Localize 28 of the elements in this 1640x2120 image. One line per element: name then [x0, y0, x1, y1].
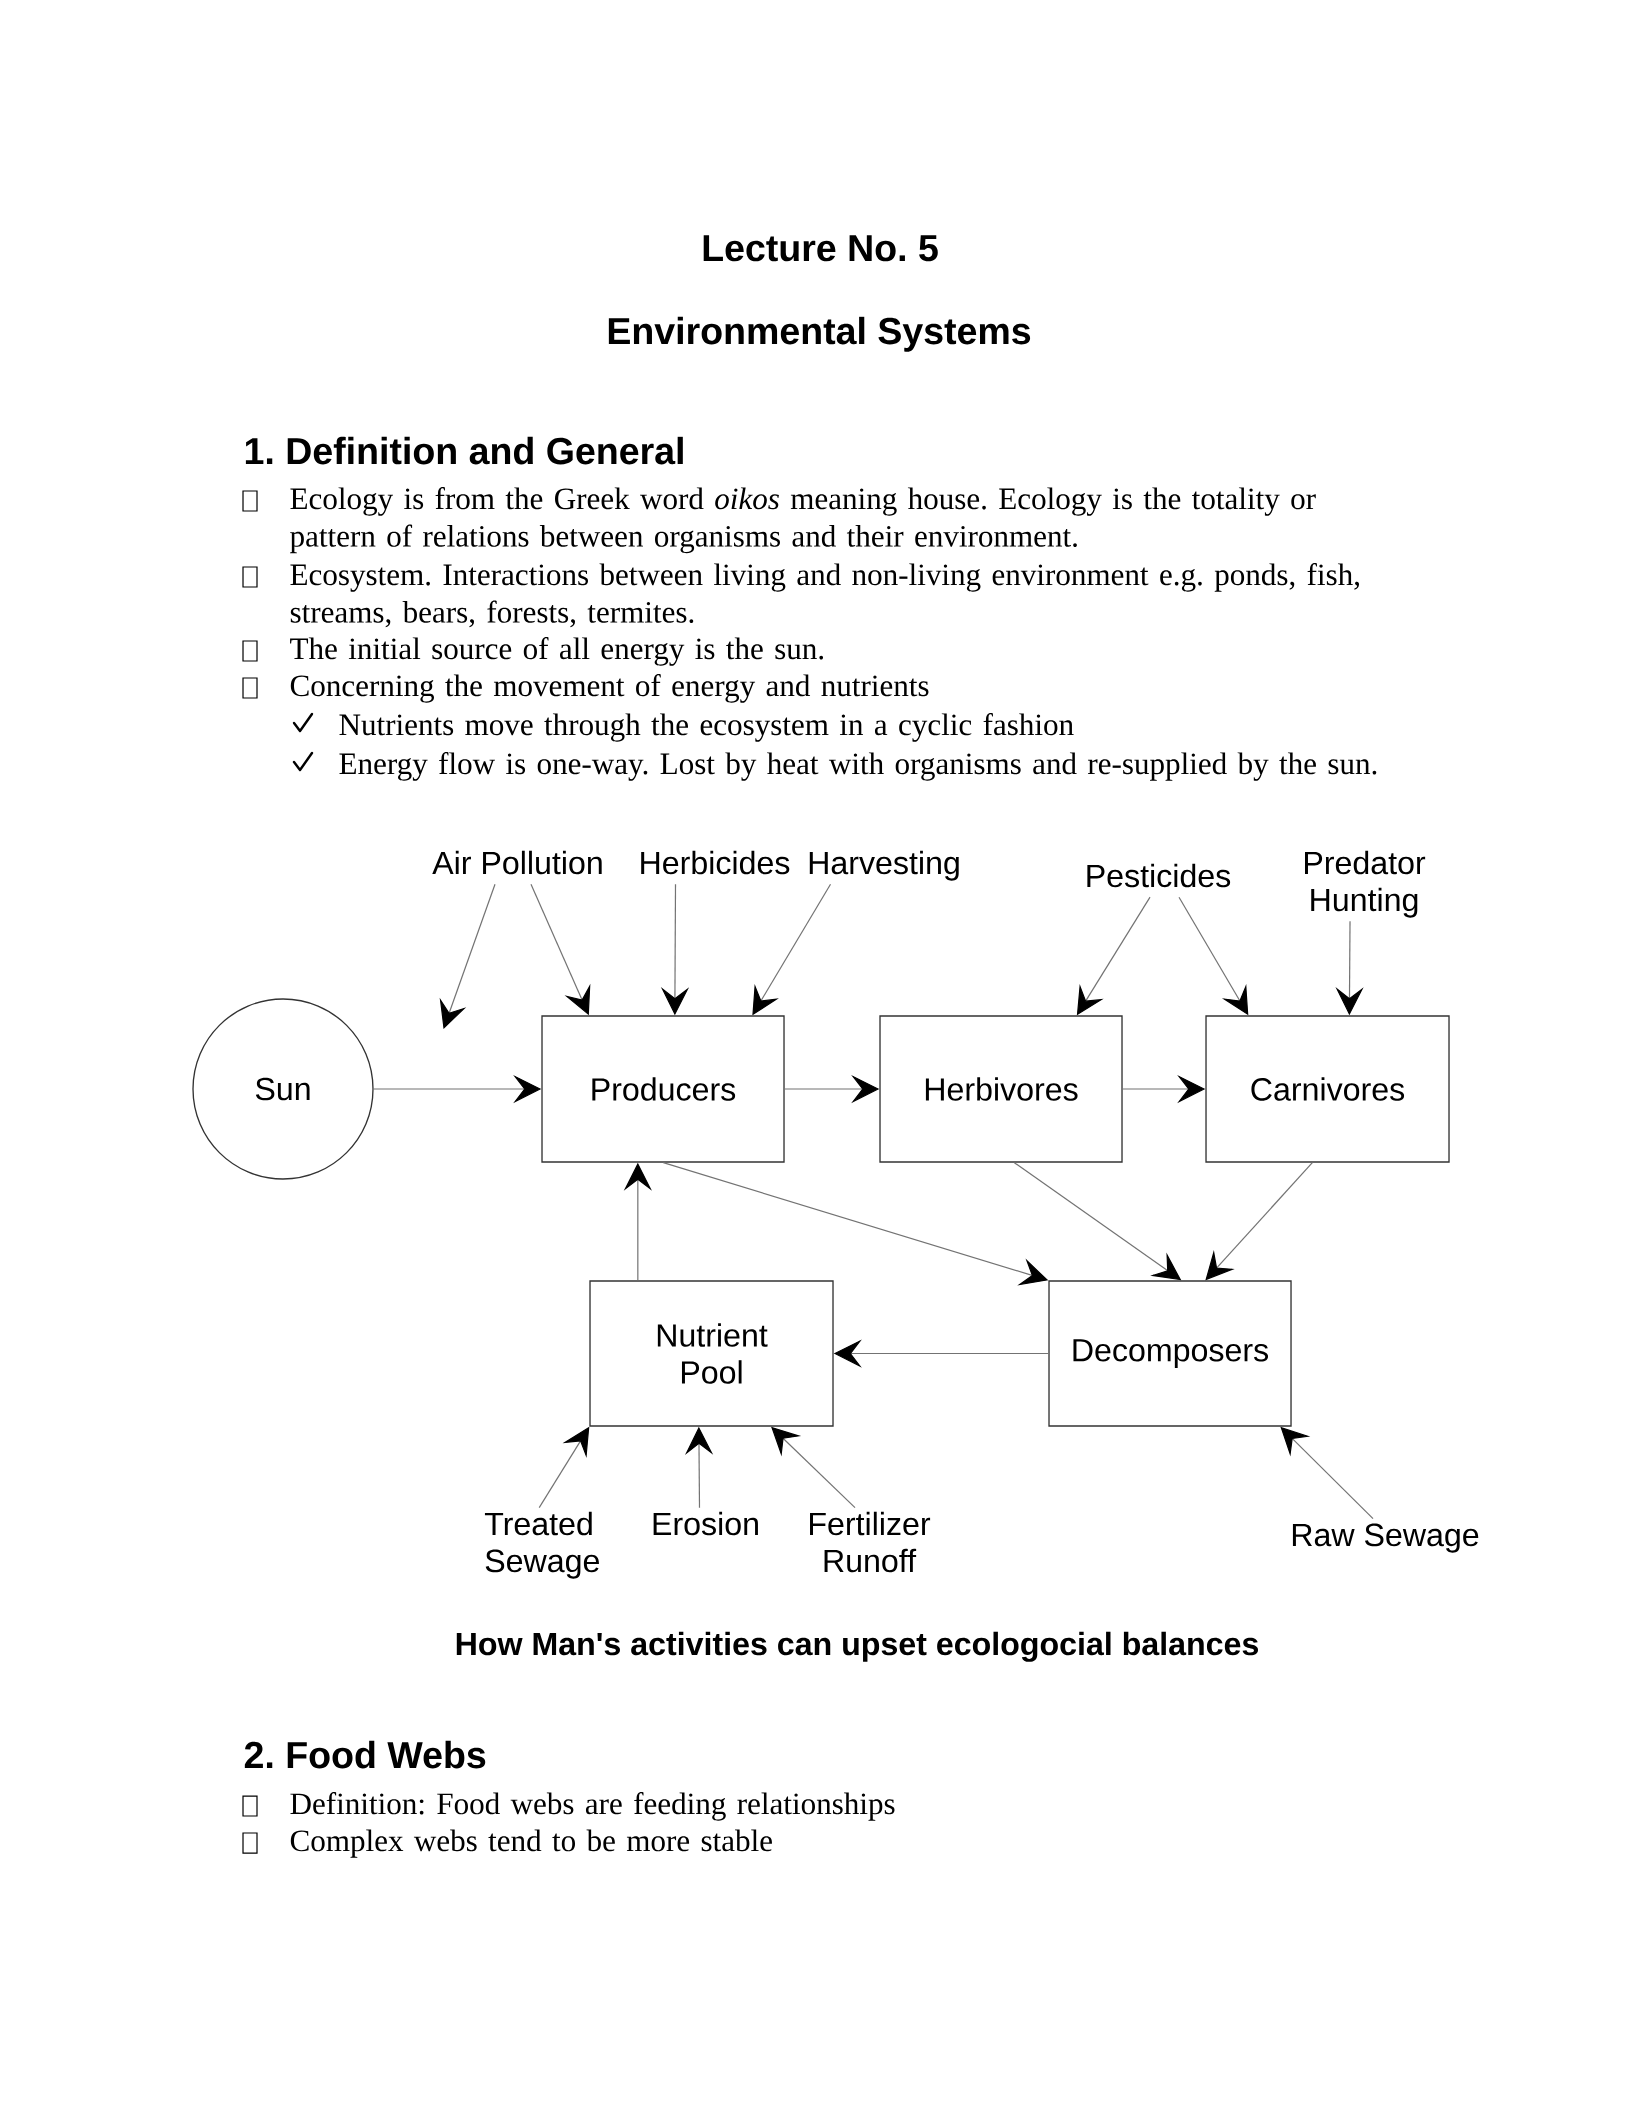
- factor-label: Air Pollution: [432, 850, 602, 875]
- bullet-text: Definition: Food webs are feeding relationships: [290, 1792, 895, 1821]
- checklist-text: Energy flow is one-way. Lost by heat with organisms and re-supplied by the sun.: [339, 752, 1377, 781]
- section-heading: 1. Definition and General: [245, 436, 683, 465]
- factor-label: Fertilizer Runoff: [810, 1511, 931, 1573]
- bullet-text: The initial source of all energy is the sun.: [290, 637, 824, 666]
- factor-label: Predator Hunting: [1305, 850, 1426, 918]
- factor-label: Herbicides: [641, 850, 790, 875]
- checklist-text: Nutrients move through the ecosystem in a cyclic fashion: [339, 713, 1074, 742]
- factor-label: Treated Sewage: [484, 1511, 599, 1579]
- bullet-text: Ecosystem. Interactions between living and non-living environment e.g. ponds, fish, streams, bears, forests, termites.: [290, 563, 1359, 628]
- lecture-heading: Lecture No. 5: [703, 235, 938, 262]
- bullet-text: Concerning the movement of energy and nutrients: [290, 674, 929, 703]
- section-heading: 2. Food Webs: [244, 1740, 486, 1769]
- page-title: Environmental Systems: [608, 316, 1031, 352]
- figure-caption: How Man's activities can upset ecologocial balances: [456, 1631, 1258, 1662]
- bullet-text: Complex webs tend to be more stable: [290, 1829, 772, 1858]
- level-box: Producers: [541, 1015, 785, 1163]
- level-box: Herbivores: [879, 1015, 1123, 1163]
- factor-label: Pesticides: [1087, 863, 1231, 888]
- bullet-text: Ecology is from the Greek word oikos meaning house. Ecology is the totality or pattern of relations between organisms and their environment.: [290, 487, 1316, 554]
- level-box: Decomposers: [1048, 1280, 1292, 1427]
- factor-label: Raw Sewage: [1292, 1523, 1479, 1553]
- factor-label: Harvesting: [809, 850, 959, 881]
- level-box: Nutrient Pool: [589, 1280, 834, 1427]
- level-box: Carnivores: [1205, 1015, 1450, 1163]
- factor-label: Erosion: [653, 1511, 758, 1536]
- arrow: [439, 883, 496, 1029]
